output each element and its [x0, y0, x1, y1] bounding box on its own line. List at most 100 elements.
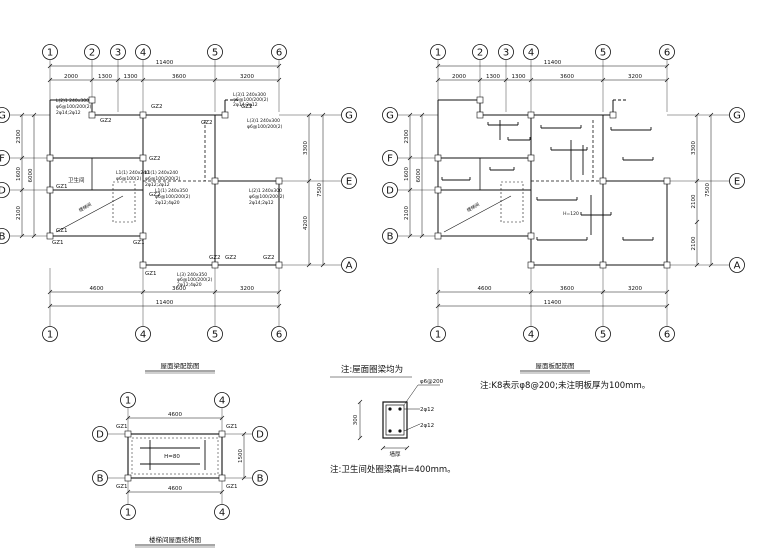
column-label: GZ1 — [133, 240, 145, 246]
dim-total: 11400 — [156, 60, 174, 66]
axis-bubble: 1 — [42, 44, 58, 60]
axis-circle — [92, 426, 108, 442]
axis-bubble: 4 — [135, 44, 151, 60]
axis-bubble: 5 — [207, 326, 223, 342]
axis-circle — [523, 44, 539, 60]
column — [46, 232, 54, 240]
beam-label: 2φ14;2φ12 — [249, 200, 274, 206]
axis-circle — [729, 173, 745, 189]
dim-tick — [89, 77, 95, 83]
dim-value: 1300 — [98, 74, 112, 80]
dim-total: 7500 — [705, 183, 711, 197]
column — [476, 96, 484, 104]
axis-label: G — [345, 111, 353, 122]
dim-tick — [47, 303, 53, 309]
dim-value: 3200 — [628, 286, 642, 292]
axis-bubble: 1 — [120, 504, 136, 520]
axis-label: 1 — [125, 396, 131, 407]
column — [211, 177, 219, 185]
axis-bubble: 3 — [498, 44, 514, 60]
dim-value: 3300 — [303, 141, 309, 155]
axis-circle — [729, 257, 745, 273]
axis-label: B — [387, 232, 394, 243]
axis-label: 5 — [600, 48, 606, 59]
dim-tick — [140, 289, 146, 295]
axis-bubble: 5 — [595, 326, 611, 342]
axis-bubble: F — [0, 150, 10, 166]
axis-label: 4 — [219, 508, 225, 519]
dim-value: 3600 — [560, 286, 574, 292]
dim-tick — [664, 77, 670, 83]
dim-tick — [435, 77, 441, 83]
axis-circle — [207, 44, 223, 60]
beam-label: L(2)1 240x300 — [249, 188, 282, 194]
axis-bubble: B — [92, 470, 108, 486]
dim-value: 3300 — [691, 141, 697, 155]
column — [221, 111, 229, 119]
dim-tick — [357, 435, 363, 441]
column — [527, 154, 535, 162]
column-label: GZ1 — [226, 424, 238, 430]
axis-label: 4 — [140, 48, 146, 59]
column-label: GZ1 — [226, 484, 238, 490]
axis-bubble: E — [341, 173, 357, 189]
leader — [403, 384, 419, 406]
axis-label: E — [346, 177, 352, 188]
dim-tick — [664, 289, 670, 295]
axis-circle — [120, 504, 136, 520]
column — [434, 154, 442, 162]
axis-circle — [271, 44, 287, 60]
column-label: GZ2 — [209, 255, 221, 261]
axis-circle — [0, 228, 10, 244]
beam-label: φ6@100/200(2) — [56, 104, 92, 110]
axis-bubble: B — [382, 228, 398, 244]
axis-label: 2 — [477, 48, 483, 59]
column — [663, 177, 671, 185]
dim-tick — [600, 77, 606, 83]
beam-label: 2φ14;2φ12 — [56, 110, 81, 116]
axis-bubble: 2 — [472, 44, 488, 60]
dim-value: 2000 — [452, 74, 466, 80]
dim-total: 6000 — [28, 168, 34, 182]
axis-bubble: G — [0, 107, 10, 123]
axis-label: 5 — [212, 48, 218, 59]
column-label: GZ1 — [56, 228, 68, 234]
axis-circle — [0, 150, 10, 166]
axis-circle — [135, 326, 151, 342]
axis-circle — [382, 182, 398, 198]
ring-beam-section: 注:屋面圈梁均为φ6@2002φ122φ12300墙厚注:卫生间处圈梁高H=40… — [330, 364, 456, 475]
axis-label: 4 — [140, 330, 146, 341]
dim-value: 3600 — [172, 286, 186, 292]
axis-circle — [271, 326, 287, 342]
roof-outline — [127, 433, 223, 479]
column — [46, 154, 54, 162]
dim-tick — [47, 63, 53, 69]
beam-label: φ6@100/200(2) — [249, 194, 285, 200]
column — [139, 232, 147, 240]
rebar-dot — [398, 407, 402, 411]
axis-bubble: 4 — [523, 44, 539, 60]
columns — [434, 96, 671, 269]
dim-tick — [19, 187, 25, 193]
axis-bubble: 4 — [214, 392, 230, 408]
axis-label: F — [387, 154, 393, 165]
beam-label: L(2)1 240x300 — [56, 98, 89, 104]
beam-label: 2φ12;2φ12 — [145, 182, 170, 188]
dim-tick — [19, 155, 25, 161]
dim-tick — [708, 112, 714, 118]
dim-tick — [419, 233, 425, 239]
bottom-bars-label: 2φ12 — [420, 423, 434, 429]
section-outline — [382, 401, 408, 439]
beam-label: φ6@100/200(2) — [247, 124, 283, 130]
column-label: GZ1 — [56, 184, 68, 190]
dim-value: 2100 — [691, 194, 697, 208]
rebar-dot — [398, 429, 402, 433]
axis-label: 6 — [664, 330, 670, 341]
stair-line — [55, 195, 124, 233]
axis-circle — [659, 326, 675, 342]
dim-tick — [600, 289, 606, 295]
column — [275, 261, 283, 269]
dim-value: 1600 — [16, 167, 22, 181]
